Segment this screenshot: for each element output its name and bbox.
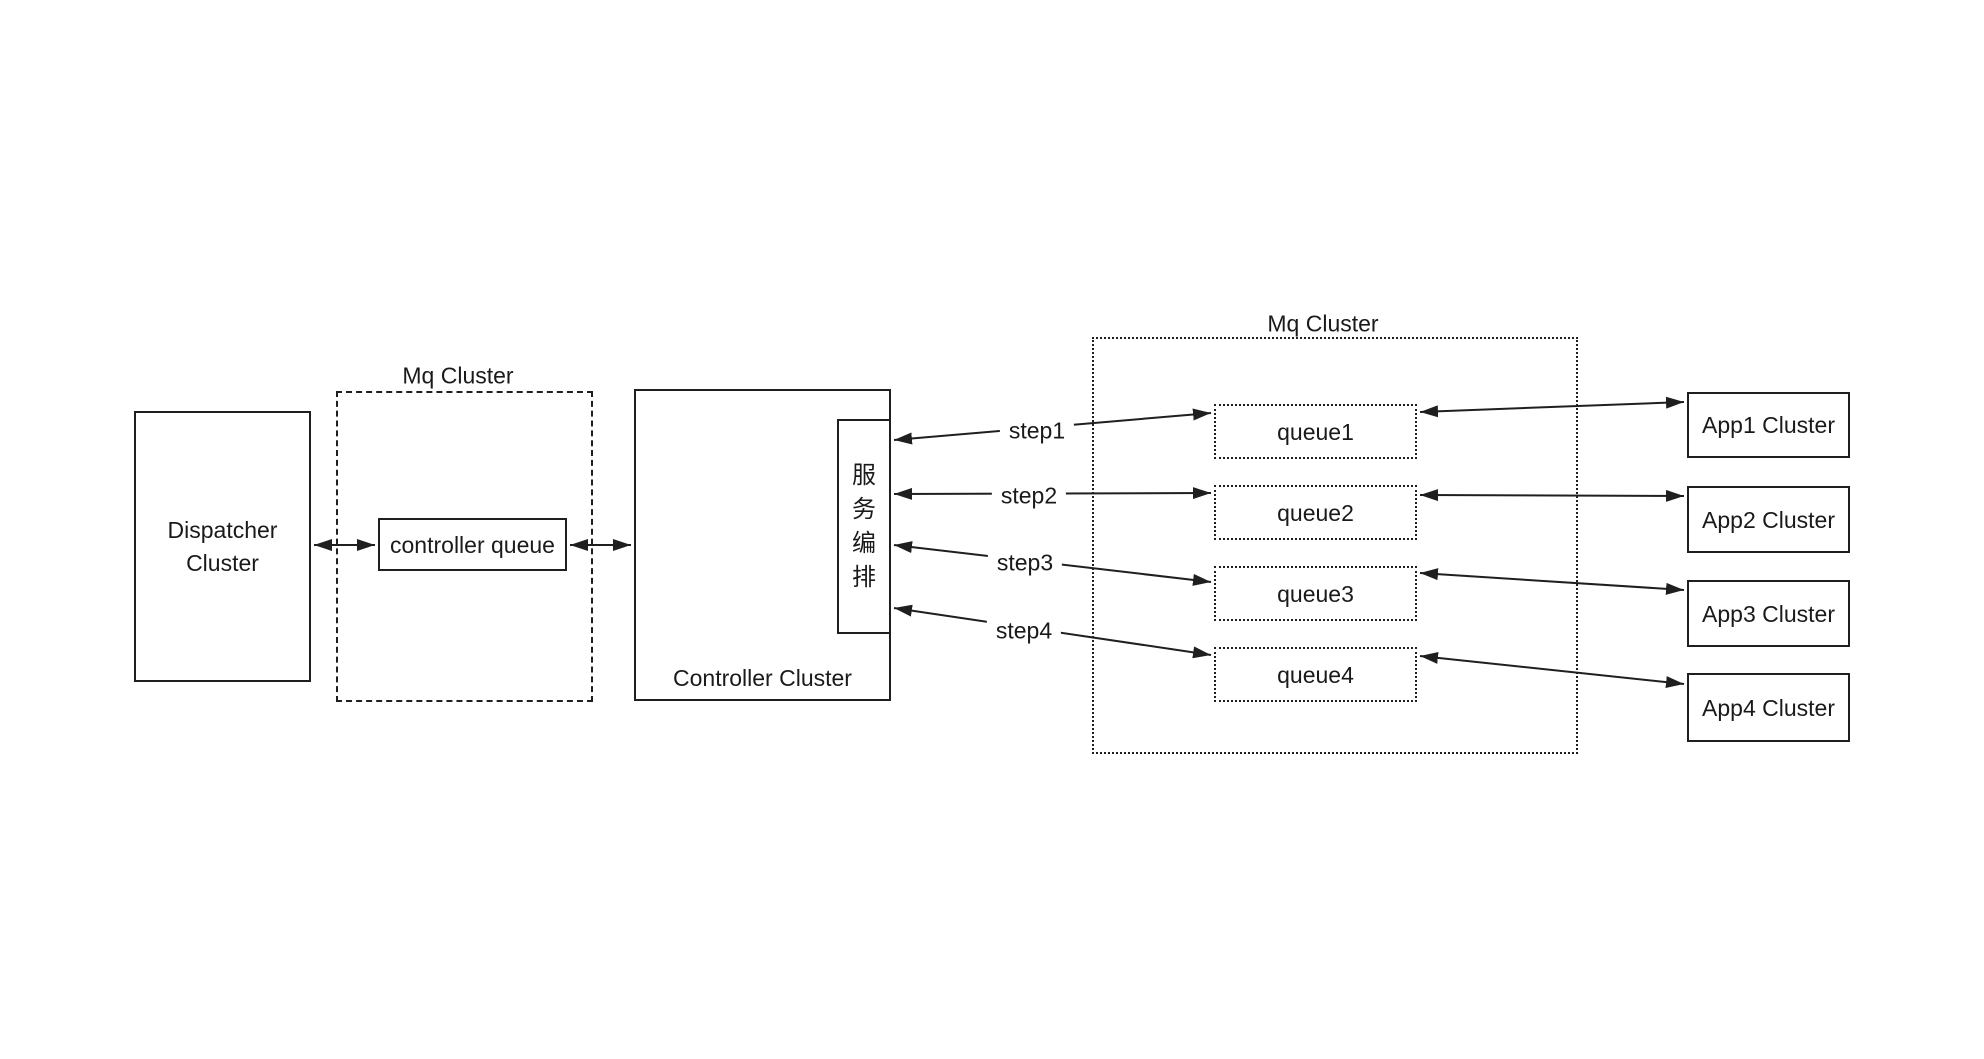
controller-queue-label: controller queue [390, 531, 555, 558]
step1-label: step1 [999, 417, 1075, 445]
app4-cluster-box: App4 Cluster [1687, 673, 1850, 742]
arrow-queue4-app4 [1419, 651, 1685, 689]
queue1-box: queue1 [1214, 404, 1417, 459]
dispatcher-cluster-box: Dispatcher Cluster [134, 411, 311, 682]
mq-cluster-left-box [336, 391, 593, 702]
mq-cluster-left-title: Mq Cluster [402, 362, 514, 389]
app1-cluster-box: App1 Cluster [1687, 392, 1850, 458]
mq-cluster-right-title: Mq Cluster [1261, 310, 1385, 338]
dispatcher-cluster-label: Dispatcher Cluster [167, 516, 278, 576]
queue2-box: queue2 [1214, 485, 1417, 540]
queue3-label: queue3 [1277, 580, 1354, 607]
queue3-box: queue3 [1214, 566, 1417, 621]
app3-cluster-label: App3 Cluster [1702, 600, 1835, 627]
app4-cluster-label: App4 Cluster [1702, 694, 1835, 721]
queue1-label: queue1 [1277, 418, 1354, 445]
queue4-box: queue4 [1214, 647, 1417, 702]
app2-cluster-label: App2 Cluster [1702, 506, 1835, 533]
service-orchestration-label: 服务编排 [852, 461, 876, 591]
step3-label: step3 [987, 549, 1063, 577]
arrow-queue3-app3 [1419, 568, 1685, 595]
service-orchestration-box: 服务编排 [837, 419, 891, 634]
queue2-label: queue2 [1277, 499, 1354, 526]
controller-queue-box: controller queue [378, 518, 567, 571]
controller-cluster-label: Controller Cluster [673, 665, 852, 691]
step2-label: step2 [991, 482, 1067, 510]
queue4-label: queue4 [1277, 661, 1354, 688]
mq-cluster-right-box [1092, 337, 1578, 754]
app2-cluster-box: App2 Cluster [1687, 486, 1850, 553]
app3-cluster-box: App3 Cluster [1687, 580, 1850, 647]
app1-cluster-label: App1 Cluster [1702, 412, 1835, 438]
step4-label: step4 [986, 617, 1062, 645]
arrow-queue2-app2 [1419, 489, 1685, 502]
arrow-queue1-app1 [1419, 396, 1685, 418]
